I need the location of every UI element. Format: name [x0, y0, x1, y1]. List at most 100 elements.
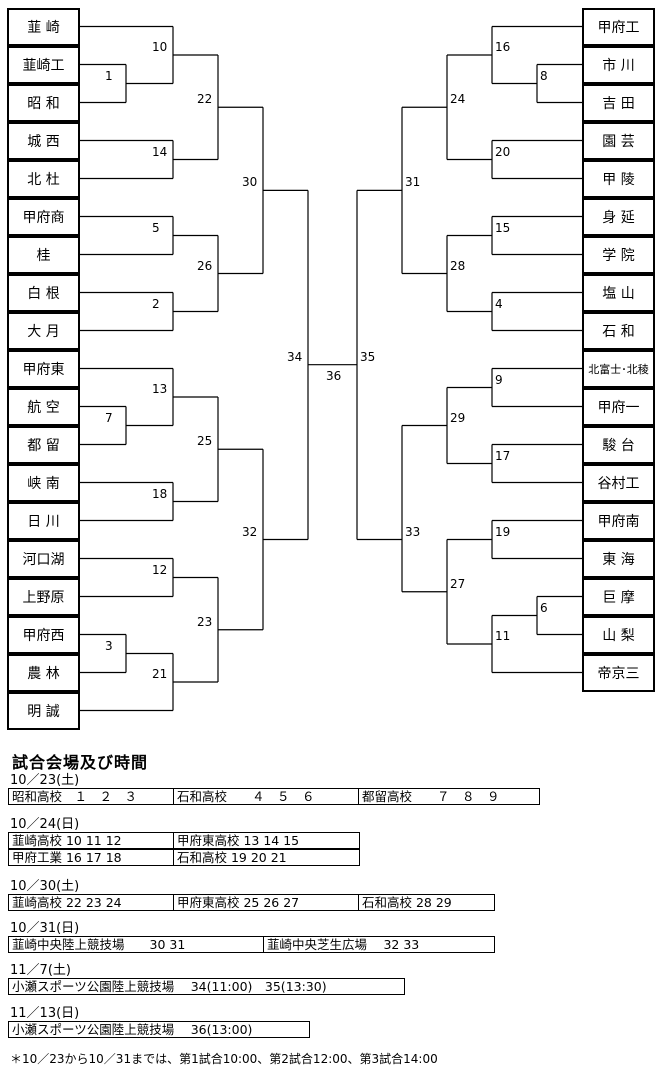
match-number: 2	[151, 296, 161, 311]
team-box: 東 海	[582, 540, 655, 578]
match-number: 31	[404, 175, 422, 190]
match-number: 10	[151, 40, 169, 54]
schedule-date: 10／23(土)	[10, 773, 80, 788]
schedule-title: 試合会場及び時間	[12, 753, 149, 772]
schedule-note: ＊10／23から10／31までは、第1試合10:00、第2試合12:00、第3試…	[10, 1052, 438, 1066]
schedule-venue-cell: 韮崎高校 22 23 24	[9, 895, 174, 910]
match-number: 21	[151, 667, 169, 681]
schedule-venue-cell: 都留高校 ７ ８ ９	[362, 789, 500, 804]
team-box: 身 延	[582, 198, 655, 236]
team-box: 都 留	[7, 426, 80, 464]
schedule-venue-cell: 昭和高校 １ ２ ３	[9, 789, 174, 804]
schedule-date: 11／13(日)	[10, 1006, 80, 1021]
team-box: 市 川	[582, 46, 655, 84]
match-number: 14	[151, 144, 169, 159]
match-number: 1	[104, 68, 114, 83]
match-number: 24	[449, 92, 467, 107]
schedule-venue-cell: 韮崎中央陸上競技場 30 31	[9, 937, 264, 952]
schedule-venue-cell: 韮崎中央芝生広場 32 33	[267, 937, 420, 952]
match-number: 9	[494, 372, 504, 387]
match-number: 11	[494, 629, 512, 643]
team-box: 明 誠	[7, 692, 80, 730]
schedule-date: 10／24(日)	[10, 817, 80, 832]
team-box: 日 川	[7, 502, 80, 540]
team-box: 韮崎工	[7, 46, 80, 84]
match-number: 19	[494, 524, 512, 539]
team-box: 塩 山	[582, 274, 655, 312]
schedule-venue-cell: 石和高校 28 29	[362, 895, 452, 910]
team-box: 北 杜	[7, 160, 80, 198]
team-box: 上野原	[7, 578, 80, 616]
match-number: 18	[151, 486, 169, 501]
schedule-date: 10／31(日)	[10, 921, 80, 936]
team-box: 甲府商	[7, 198, 80, 236]
match-number: 23	[196, 614, 214, 629]
schedule-row: 小瀬スポーツ公園陸上競技場 34(11:00) 35(13:30)	[8, 978, 405, 995]
match-number: 27	[449, 576, 467, 591]
team-box: 甲府東	[7, 350, 80, 388]
team-box: 韮 崎	[7, 8, 80, 46]
team-box: 帝京三	[582, 654, 655, 692]
team-box: 石 和	[582, 312, 655, 350]
schedule-venue-cell: 小瀬スポーツ公園陸上競技場 34(11:00) 35(13:30)	[12, 979, 327, 994]
team-box: 駿 台	[582, 426, 655, 464]
schedule-date: 10／30(土)	[10, 879, 80, 894]
team-box: 園 芸	[582, 122, 655, 160]
match-number: 7	[104, 410, 114, 425]
team-box: 谷村工	[582, 464, 655, 502]
match-number: 16	[494, 40, 512, 54]
schedule-venue-cell: 甲府工業 16 17 18	[9, 850, 174, 865]
match-number: 8	[539, 68, 549, 83]
schedule-date: 11／7(土)	[10, 963, 71, 978]
team-box: 甲府工	[582, 8, 655, 46]
team-box: 北富士･北稜	[582, 350, 655, 388]
team-box: 吉 田	[582, 84, 655, 122]
match-number: 25	[196, 434, 214, 449]
match-number: 35	[359, 349, 377, 364]
team-box: 甲 陵	[582, 160, 655, 198]
schedule-venue-cell: 韮崎高校 10 11 12	[9, 833, 174, 848]
match-number: 6	[539, 600, 549, 615]
match-number: 33	[404, 524, 422, 539]
schedule-venue-cell: 甲府東高校 13 14 15	[177, 833, 300, 848]
match-number: 22	[196, 92, 214, 107]
team-box: 山 梨	[582, 616, 655, 654]
team-box: 大 月	[7, 312, 80, 350]
match-number: 12	[151, 562, 169, 577]
team-box: 峡 南	[7, 464, 80, 502]
schedule-venue-cell: 石和高校 ４ ５ ６	[174, 789, 359, 804]
team-box: 桂	[7, 236, 80, 274]
match-number: 4	[494, 296, 504, 311]
match-number: 20	[494, 144, 512, 159]
match-number: 28	[449, 258, 467, 273]
team-box: 甲府西	[7, 616, 80, 654]
team-box: 河口湖	[7, 540, 80, 578]
match-number: 30	[241, 175, 259, 190]
match-number: 17	[494, 448, 512, 463]
match-number: 32	[241, 524, 259, 539]
match-number: 13	[151, 382, 169, 396]
schedule-venue-cell: 石和高校 19 20 21	[177, 850, 287, 865]
team-box: 巨 摩	[582, 578, 655, 616]
team-box: 城 西	[7, 122, 80, 160]
team-box: 白 根	[7, 274, 80, 312]
bracket-lines	[80, 25, 582, 712]
schedule-venue-cell: 小瀬スポーツ公園陸上競技場 36(13:00)	[12, 1022, 253, 1037]
match-number: 34	[286, 349, 304, 364]
team-box: 甲府一	[582, 388, 655, 426]
schedule-venue-cell: 甲府東高校 25 26 27	[174, 895, 359, 910]
team-box: 学 院	[582, 236, 655, 274]
match-number: 15	[494, 220, 512, 235]
team-box: 航 空	[7, 388, 80, 426]
schedule-row: 小瀬スポーツ公園陸上競技場 36(13:00)	[8, 1021, 310, 1038]
team-box: 昭 和	[7, 84, 80, 122]
match-number: 3	[104, 638, 114, 653]
match-number: 26	[196, 258, 214, 273]
final-match-number: 36	[325, 368, 343, 383]
team-box: 甲府南	[582, 502, 655, 540]
